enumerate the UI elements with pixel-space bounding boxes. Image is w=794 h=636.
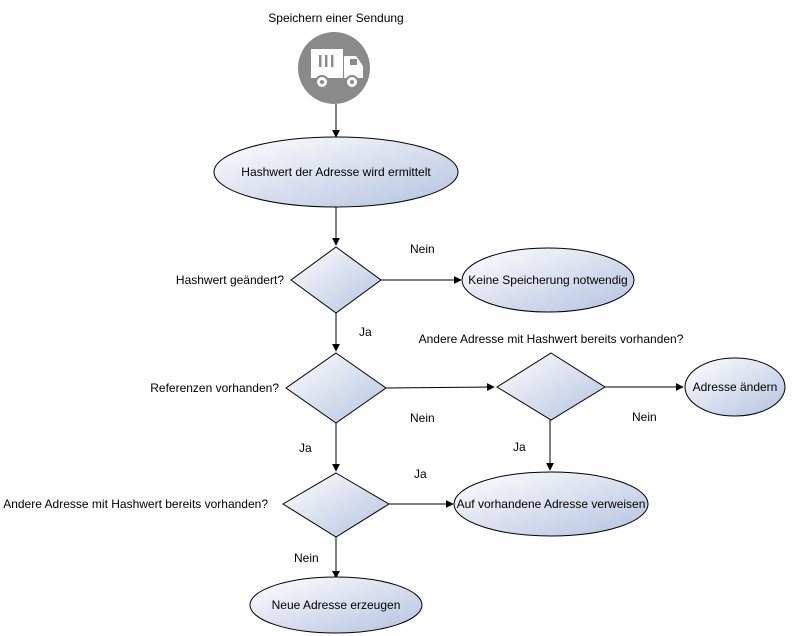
start-label: Speichern einer Sendung xyxy=(268,11,403,25)
start-event: Speichern einer Sendung xyxy=(268,11,404,104)
edge-labels: Nein Ja Nein Ja Nein Ja Ja Nein xyxy=(294,242,657,565)
edge-label-rechts-nein: Nein xyxy=(632,410,657,424)
edges xyxy=(332,104,684,579)
node-neue-adresse: Neue Adresse erzeugen xyxy=(249,576,423,634)
node-keine-speicherung: Keine Speicherung notwendig xyxy=(461,247,635,313)
edge-label-referenzen-ja: Ja xyxy=(299,441,312,455)
decision-hashwert-geaendert: Hashwert geändert? xyxy=(176,246,382,314)
decision-andere-adresse-links-label: Andere Adresse mit Hashwert bereits vorh… xyxy=(3,497,268,511)
edge-label-referenzen-nein: Nein xyxy=(410,411,435,425)
decision-andere-adresse-rechts-label: Andere Adresse mit Hashwert bereits vorh… xyxy=(419,332,684,346)
node-keine-speicherung-label: Keine Speicherung notwendig xyxy=(468,273,627,287)
truck-icon xyxy=(298,32,370,104)
decision-andere-adresse-rechts: Andere Adresse mit Hashwert bereits vorh… xyxy=(419,332,684,421)
decision-referenzen-vorhanden: Referenzen vorhanden? xyxy=(150,352,387,424)
edge-label-geaendert-ja: Ja xyxy=(359,325,372,339)
edge-label-geaendert-nein: Nein xyxy=(410,242,435,256)
node-adresse-aendern: Adresse ändern xyxy=(684,357,786,417)
edge-referenzen-to-andere-rechts xyxy=(384,383,495,392)
node-auf-vorhandene-verweisen: Auf vorhandene Adresse verweisen xyxy=(453,471,649,537)
node-auf-vorhandene-verweisen-label: Auf vorhandene Adresse verweisen xyxy=(457,497,646,511)
node-adresse-aendern-label: Adresse ändern xyxy=(693,380,778,394)
decision-andere-adresse-links: Andere Adresse mit Hashwert bereits vorh… xyxy=(3,472,390,538)
node-hashwert-ermittelt: Hashwert der Adresse wird ermittelt xyxy=(213,136,459,208)
edge-label-links-nein: Nein xyxy=(294,551,319,565)
node-hashwert-ermittelt-label: Hashwert der Adresse wird ermittelt xyxy=(241,165,431,179)
decision-referenzen-vorhanden-label: Referenzen vorhanden? xyxy=(150,381,279,395)
edge-label-rechts-ja: Ja xyxy=(513,440,526,454)
edge-label-links-ja: Ja xyxy=(414,467,427,481)
decision-hashwert-geaendert-label: Hashwert geändert? xyxy=(176,273,284,287)
node-neue-adresse-label: Neue Adresse erzeugen xyxy=(272,598,401,612)
